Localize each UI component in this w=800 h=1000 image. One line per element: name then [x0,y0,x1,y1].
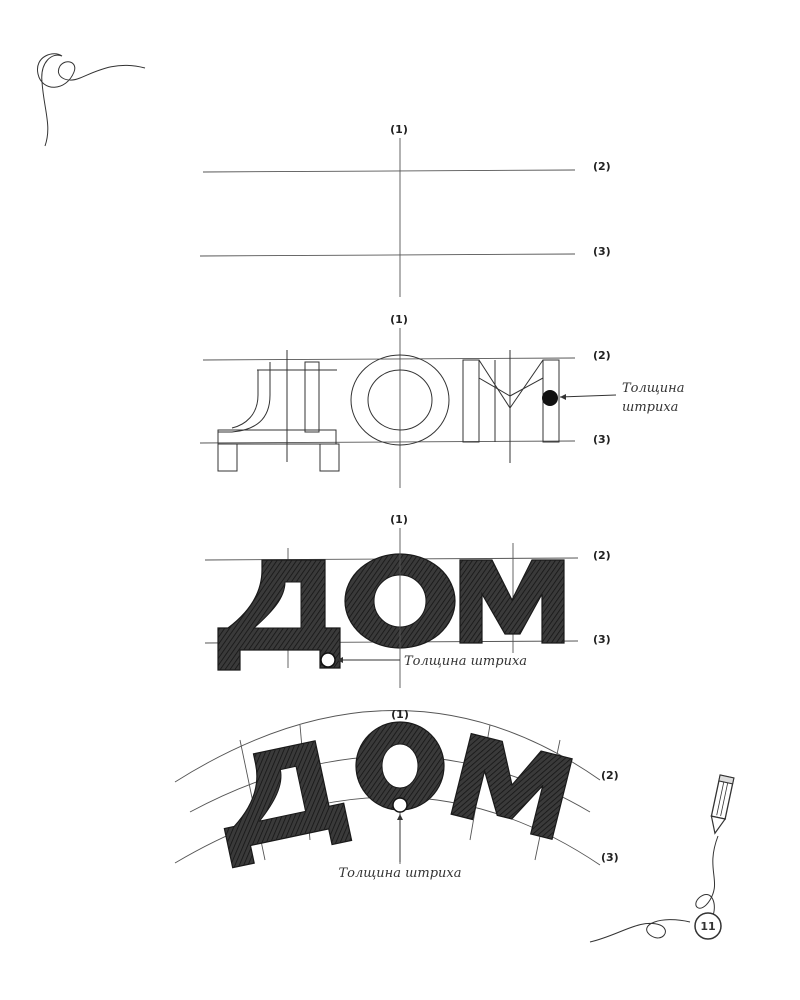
stroke-note-label: Толщина штриха [404,654,527,669]
diagram-outline-construction: (1) (2) (3) [199,313,684,488]
guide-label-1: (1) [390,123,408,136]
guide-label-1: (1) [390,313,408,326]
guide-label-3: (3) [601,851,619,864]
guide-label-3: (3) [593,633,611,646]
guide-label-1: (1) [391,708,409,721]
letter-m-filled [459,559,565,644]
flourish-ornament-icon [37,53,146,147]
pencil-icon [589,774,735,943]
diagram-guides-only: (1) (2) (3) [199,123,611,297]
guide-label-3: (3) [593,433,611,446]
letter-m-outline [462,350,560,463]
letter-o-arched [355,721,445,811]
diagram-filled-letters: (1) (2) (3) Толщина штриха [204,513,611,688]
page-number: 11 [700,920,715,933]
guide-label-2: (2) [593,549,611,562]
page-number-badge: 11 [694,912,722,940]
guide-label-2: (2) [593,160,611,173]
stroke-thickness-marker [392,797,408,813]
guide-label-2: (2) [601,769,619,782]
letter-o-outline [350,354,450,446]
guide-label-3: (3) [593,245,611,258]
stroke-thickness-marker [542,390,558,406]
guide-label-2: (2) [593,349,611,362]
letter-de-outline [217,350,340,472]
guide-label-1: (1) [390,513,408,526]
stroke-thickness-marker [320,652,336,668]
stroke-note-label: Толщина штриха [338,866,461,881]
letter-m-arched [450,732,573,841]
letter-de-filled [217,559,341,671]
stroke-note-line2: штриха [622,400,678,415]
letter-de-arched [223,740,353,869]
diagram-arched-lettering: (1) (2) (3) Толщина штриха [174,708,619,881]
stroke-note-line1: Толщина [622,381,684,396]
